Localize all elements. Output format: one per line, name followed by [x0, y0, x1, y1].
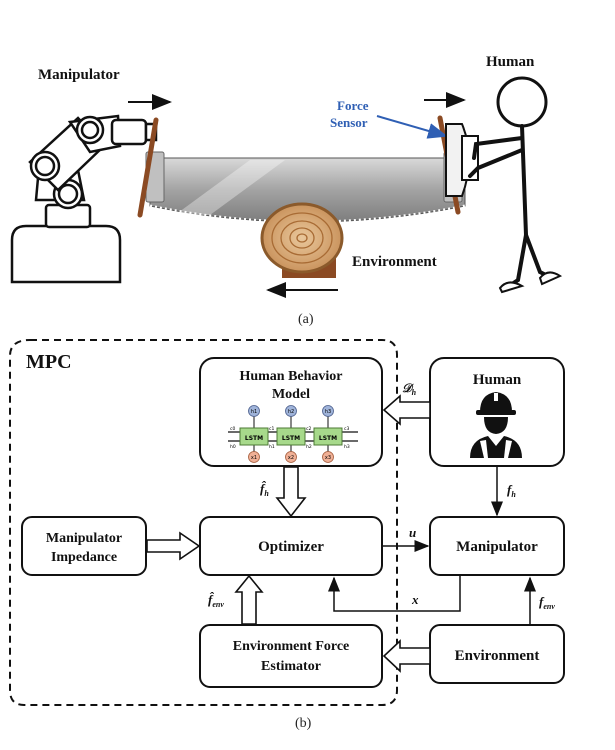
caption-a: (a) [298, 312, 314, 327]
state-feedback-arrow [328, 576, 461, 612]
signal-fenv: fenv [539, 594, 555, 611]
lstm-diagram: LSTM h1 x1 LSTM h2 x2 LSTM h3 [228, 405, 358, 463]
robot-arm-icon [10, 114, 158, 284]
log-icon [260, 202, 344, 278]
estimate-block-arrow [234, 574, 264, 625]
environment-block-label: Environment [455, 648, 540, 664]
signal-dh: 𝒟h [402, 381, 417, 397]
lstm-cell-3-label: LSTM [319, 435, 337, 442]
estimator-line1: Environment Force [233, 639, 350, 654]
lstm-x2-label: x2 [288, 455, 294, 461]
environment-force-estimator-block [199, 624, 383, 688]
mpc-label: MPC [26, 351, 72, 373]
estimator-line2: Estimator [261, 659, 321, 674]
manipulator-block [429, 516, 565, 576]
lstm-hs1-label: h1 [269, 444, 275, 450]
signal-fhat-env: f̂env [208, 592, 224, 609]
lstm-h2-label: h2 [288, 409, 294, 415]
lstm-cell-2: LSTM h2 x2 [276, 405, 306, 463]
force-sensor-label-line1: Force [337, 98, 369, 113]
human-block-label: Human [473, 372, 522, 388]
force-sensor-label-line2: Sensor [330, 115, 368, 130]
lstm-hs2-label: h2 [306, 444, 312, 450]
lstm-cell-3: LSTM h3 x3 [313, 405, 343, 463]
lstm-c3-label: c3 [344, 426, 349, 432]
human-behavior-title-line2: Model [272, 387, 310, 402]
lstm-x3-label: x3 [325, 455, 331, 461]
lstm-c0-label: c0 [230, 426, 235, 432]
lstm-cell-1-label: LSTM [245, 435, 263, 442]
signal-u: u [409, 525, 416, 540]
block-diagram-b: MPC Human Behavior Model LSTM h1 x1 LSTM [9, 339, 565, 731]
human-label: Human [486, 54, 535, 70]
force-sensor-icon [445, 123, 479, 197]
dataset-block-arrow [382, 394, 431, 426]
lstm-cell-1: LSTM h1 x1 [239, 405, 269, 463]
lstm-c1-label: c1 [269, 426, 274, 432]
optimizer-label: Optimizer [258, 539, 324, 555]
lstm-hs0-label: h0 [230, 444, 236, 450]
lstm-c2-label: c2 [306, 426, 311, 432]
manipulator-impedance-block [21, 516, 147, 576]
illustration-a: Manipulator [10, 54, 563, 327]
impedance-line2: Impedance [51, 550, 117, 565]
signal-fh: fh [507, 482, 516, 499]
lstm-x1-label: x1 [251, 455, 257, 461]
lstm-h3-label: h3 [325, 409, 331, 415]
prediction-block-arrow [275, 466, 307, 518]
human-behavior-title-line1: Human Behavior [239, 369, 342, 384]
lstm-hs3-label: h3 [344, 444, 350, 450]
lstm-h1-label: h1 [251, 409, 257, 415]
saw-handle-left [137, 117, 159, 218]
mpc-boundary [9, 339, 398, 706]
force-sensor-pointer-arrow [376, 115, 448, 139]
signal-x: x [411, 592, 419, 607]
manipulator-block-label: Manipulator [456, 539, 538, 555]
caption-b: (b) [295, 716, 312, 731]
signal-fhat-h: f̂h [260, 481, 269, 498]
environment-label: Environment [352, 254, 437, 270]
worker-icon [470, 392, 522, 458]
human-figure-icon [468, 76, 563, 294]
impedance-block-arrow [146, 531, 201, 561]
environment-block-arrow [382, 639, 431, 673]
manipulator-label: Manipulator [38, 67, 120, 83]
impedance-line1: Manipulator [46, 531, 122, 546]
lstm-cell-2-label: LSTM [282, 435, 300, 442]
